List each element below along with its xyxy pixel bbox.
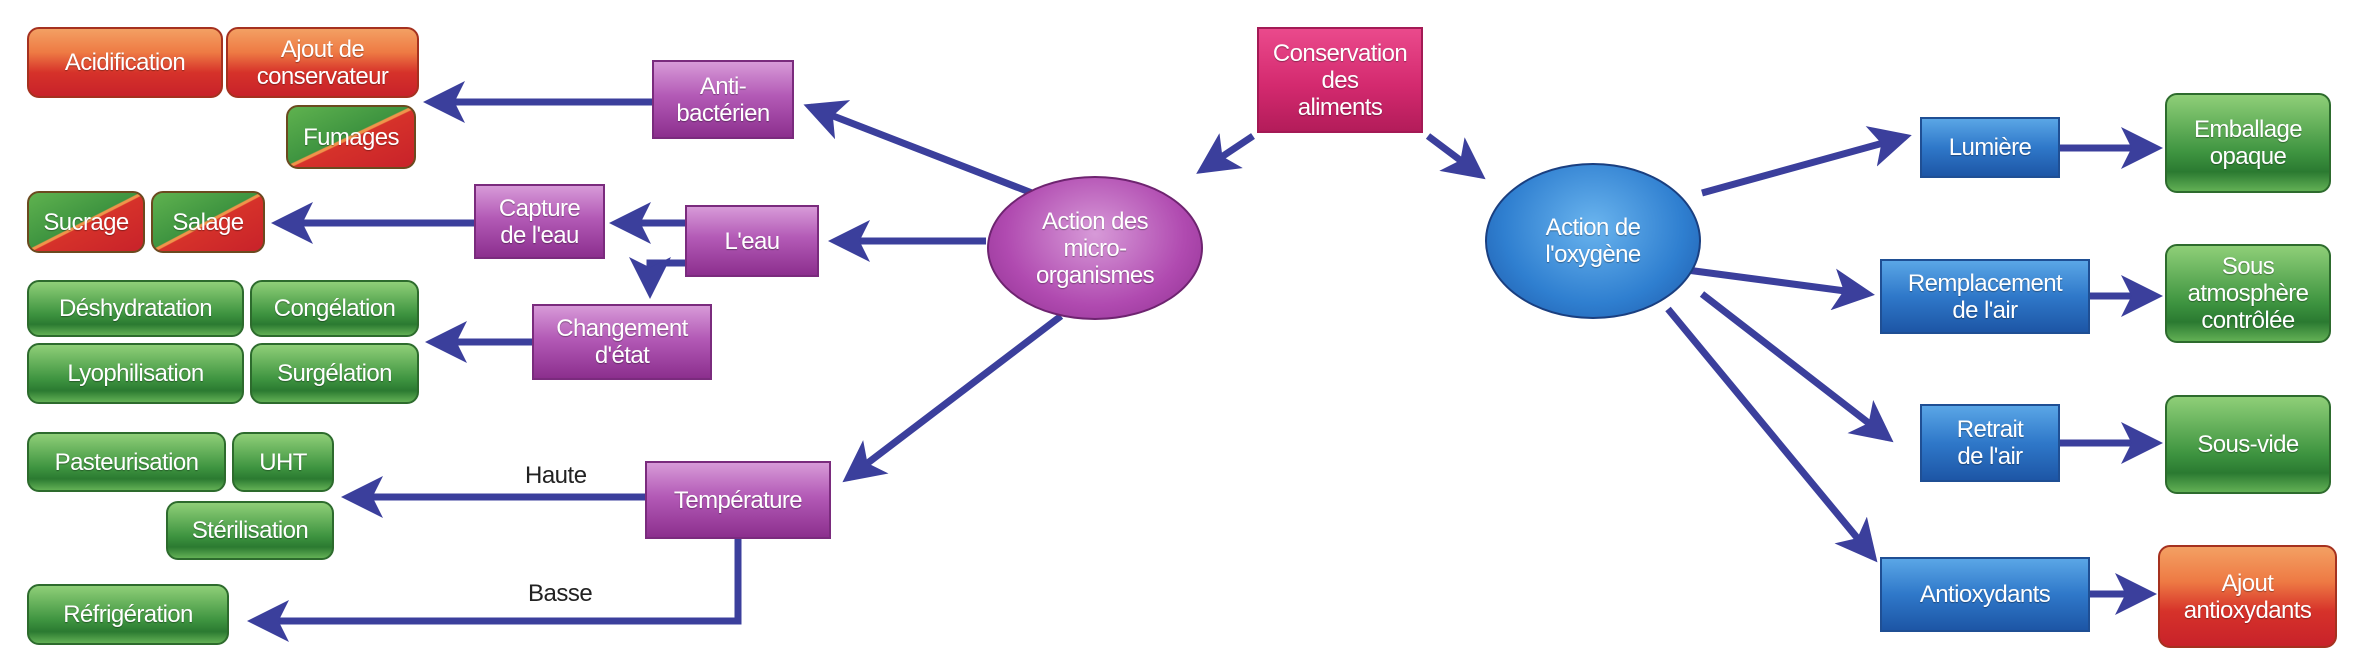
arrow-oxygen-to-antioxydants [1665, 306, 1878, 563]
arrow-root-to-micro [1196, 133, 1255, 174]
method-lyophilisation: Lyophilisation [27, 343, 244, 404]
arrow-temperature-basse [247, 539, 742, 642]
label-basse: Basse [528, 580, 593, 607]
lumiere-node: Lumière [1920, 117, 2060, 178]
oxygen-node: Action de l'oxygène [1485, 163, 1701, 319]
arrow-root-to-oxygen [1425, 133, 1486, 180]
method-ajout-conservateur: Ajout de conservateur [226, 27, 419, 98]
antibacterien-node: Anti- bactérien [652, 60, 794, 139]
retrait-air-node: Retrait de l'air [1920, 404, 2060, 482]
capture-eau-node: Capture de l'eau [474, 184, 605, 259]
method-refrigeration: Réfrigération [27, 584, 229, 645]
root-node: Conservation des aliments [1257, 27, 1423, 133]
temperature-node: Température [645, 461, 831, 539]
method-emballage-opaque: Emballage opaque [2165, 93, 2331, 193]
method-congelation: Congélation [250, 280, 419, 337]
arrow-micro-to-temperature [842, 313, 1064, 483]
method-acidification: Acidification [27, 27, 223, 98]
method-ajout-antioxydants: Ajout antioxydants [2158, 545, 2337, 648]
method-fumages: Fumages [286, 105, 416, 169]
method-salage: Salage [151, 191, 265, 253]
method-sous-atmosphere: Sous atmosphère contrôlée [2165, 244, 2331, 343]
micro-organisms-node: Action des micro- organismes [987, 176, 1203, 320]
method-sterilisation: Stérilisation [166, 501, 334, 560]
arrow-oxygen-to-remplacement [1686, 266, 1875, 311]
changement-etat-node: Changement d'état [532, 304, 712, 380]
remplacement-air-node: Remplacement de l'air [1880, 259, 2090, 334]
method-surgelation: Surgélation [250, 343, 419, 404]
method-sucrage: Sucrage [27, 191, 145, 253]
arrow-micro-to-antibacterien [803, 100, 1034, 197]
method-sous-vide: Sous-vide [2165, 395, 2331, 494]
label-haute: Haute [525, 462, 587, 489]
arrow-oxygen-to-lumiere [1701, 126, 1912, 197]
arrow-oxygen-to-retrait [1699, 291, 1894, 443]
antioxydants-node: Antioxydants [1880, 557, 2090, 632]
method-uht: UHT [232, 432, 334, 492]
arrow-eau-to-changement [629, 257, 685, 299]
eau-node: L'eau [685, 205, 819, 277]
method-pasteurisation: Pasteurisation [27, 432, 226, 492]
method-deshydratation: Déshydratation [27, 280, 244, 337]
